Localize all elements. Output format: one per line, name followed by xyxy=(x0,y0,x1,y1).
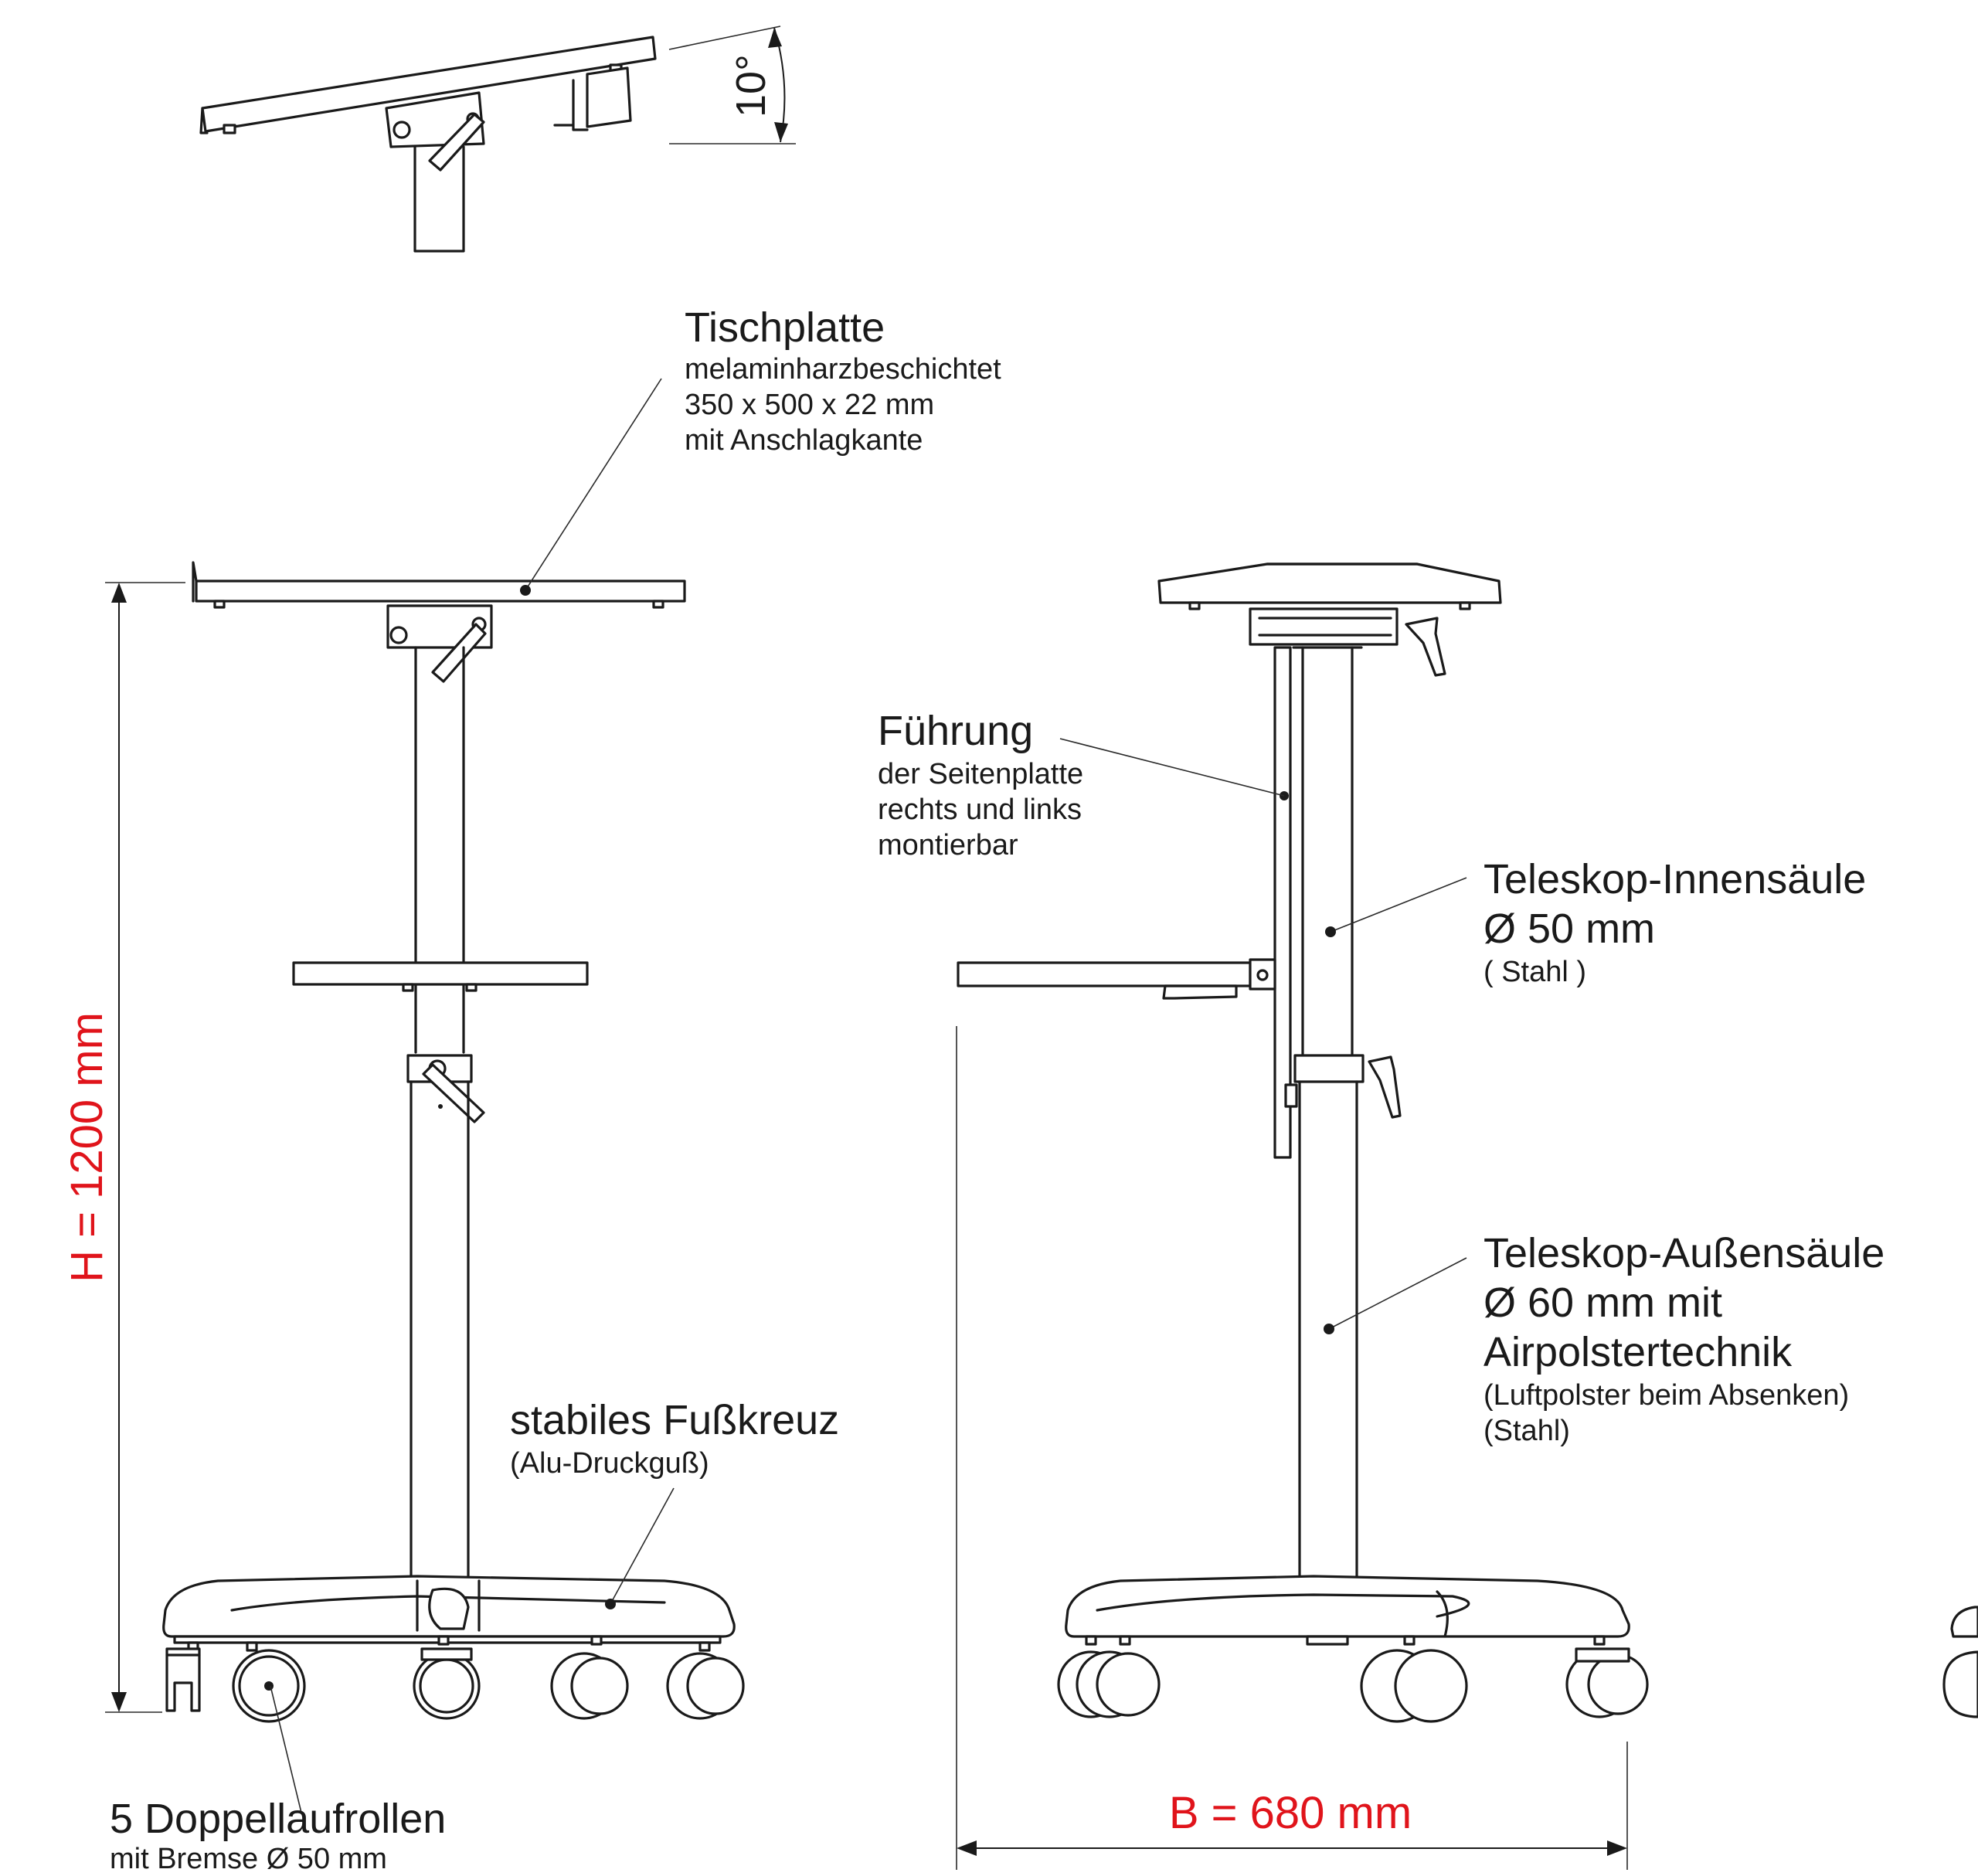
label-tischplatte: Tischplatte melaminharzbeschichtet 350 x… xyxy=(685,304,1001,457)
tischplatte-title: Tischplatte xyxy=(685,304,885,351)
fuehrung-line2: rechts und links xyxy=(878,794,1082,826)
aussensaeule-note2: (Stahl) xyxy=(1484,1415,1570,1447)
label-fuehrung: Führung der Seitenplatte rechts und link… xyxy=(878,708,1083,862)
label-fusskreuz: stabiles Fußkreuz (Alu-Druckguß) xyxy=(510,1397,839,1480)
partial-view-right-edge xyxy=(1942,1606,1978,1718)
aussensaeule-line2: Airpolstertechnik xyxy=(1484,1329,1793,1375)
leader-lines xyxy=(270,378,1467,1813)
tilt-detail-view: 10° xyxy=(199,25,796,253)
fusskreuz-title: stabiles Fußkreuz xyxy=(510,1397,839,1443)
label-innensaeule: Teleskop-Innensäule Ø 50 mm ( Stahl ) xyxy=(1484,856,1866,988)
height-dimension-label: H = 1200 mm xyxy=(62,1012,112,1283)
aussensaeule-line1: Ø 60 mm mit xyxy=(1484,1280,1722,1326)
label-aussensaeule: Teleskop-Außensäule Ø 60 mm mit Airpolst… xyxy=(1484,1230,1885,1447)
rollen-title: 5 Doppellaufrollen xyxy=(110,1796,446,1842)
tilt-angle-label: 10° xyxy=(728,54,774,117)
fuehrung-line1: der Seitenplatte xyxy=(878,758,1083,790)
fuehrung-title: Führung xyxy=(878,708,1033,754)
tischplatte-line1: melaminharzbeschichtet xyxy=(685,353,1001,386)
innensaeule-note: ( Stahl ) xyxy=(1484,956,1586,988)
tischplatte-line2: 350 x 500 x 22 mm xyxy=(685,389,934,421)
width-dimension: B = 680 mm xyxy=(956,1026,1628,1870)
innensaeule-line1: Ø 50 mm xyxy=(1484,906,1655,952)
innensaeule-title: Teleskop-Innensäule xyxy=(1484,856,1866,902)
label-rollen: 5 Doppellaufrollen mit Bremse Ø 50 mm xyxy=(110,1796,446,1875)
width-dimension-label: B = 680 mm xyxy=(1169,1788,1412,1838)
side-view xyxy=(957,562,1649,1723)
front-view xyxy=(162,561,745,1723)
aussensaeule-note1: (Luftpolster beim Absenken) xyxy=(1484,1379,1849,1412)
fusskreuz-note: (Alu-Druckguß) xyxy=(510,1447,709,1480)
rollen-note: mit Bremse Ø 50 mm xyxy=(110,1843,387,1875)
height-dimension: H = 1200 mm xyxy=(62,582,185,1713)
tischplatte-line3: mit Anschlagkante xyxy=(685,424,923,457)
aussensaeule-title: Teleskop-Außensäule xyxy=(1484,1230,1885,1276)
fuehrung-line3: montierbar xyxy=(878,829,1018,862)
